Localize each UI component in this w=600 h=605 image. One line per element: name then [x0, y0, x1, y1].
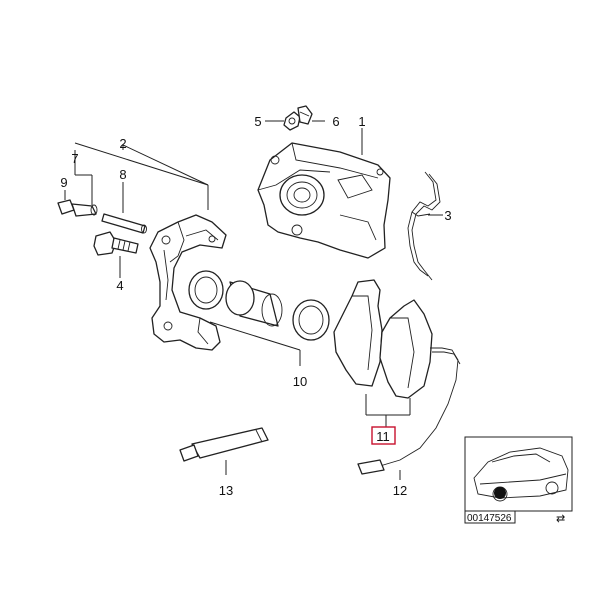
callout-4: 4	[116, 278, 123, 293]
callout-2: 2	[119, 136, 126, 151]
part-bleed-screw[interactable]	[283, 111, 301, 131]
callout-5: 5	[254, 114, 261, 129]
part-brake-pad-inner[interactable]	[379, 299, 433, 399]
location-marker-icon	[494, 487, 506, 499]
callout-10: 10	[293, 374, 307, 389]
callout-9: 9	[60, 175, 67, 190]
callout-1: 1	[358, 114, 365, 129]
callout-11: 11	[376, 429, 390, 444]
part-dust-cap[interactable]	[297, 105, 313, 125]
part-piston-seal[interactable]	[188, 270, 224, 310]
callout-12: 12	[393, 483, 407, 498]
vehicle-locator-inset: 00147526 ⇄	[464, 436, 573, 525]
callout-13: 13	[219, 483, 233, 498]
part-dust-boot[interactable]	[292, 299, 330, 341]
part-grease-tube[interactable]	[179, 427, 269, 462]
callout-7: 7	[71, 151, 78, 166]
inset-arrow-icon: ⇄	[556, 513, 565, 525]
part-spring-clip[interactable]	[407, 171, 441, 281]
part-piston[interactable]	[225, 280, 283, 327]
inset-code: 00147526	[467, 513, 512, 524]
callout-3: 3	[444, 208, 451, 223]
part-hex-bolt[interactable]	[93, 231, 139, 256]
part-carrier-bracket[interactable]	[149, 214, 227, 351]
part-brake-pad-outer[interactable]	[333, 279, 383, 387]
callout-8: 8	[119, 167, 126, 182]
callout-11-highlight	[371, 426, 396, 445]
part-guide-pin[interactable]	[101, 213, 147, 234]
callout-6: 6	[332, 114, 339, 129]
part-guide-sleeve[interactable]	[57, 199, 98, 217]
part-wear-sensor[interactable]	[357, 347, 461, 475]
car-outline-icon	[473, 447, 569, 502]
part-caliper[interactable]	[257, 142, 391, 259]
